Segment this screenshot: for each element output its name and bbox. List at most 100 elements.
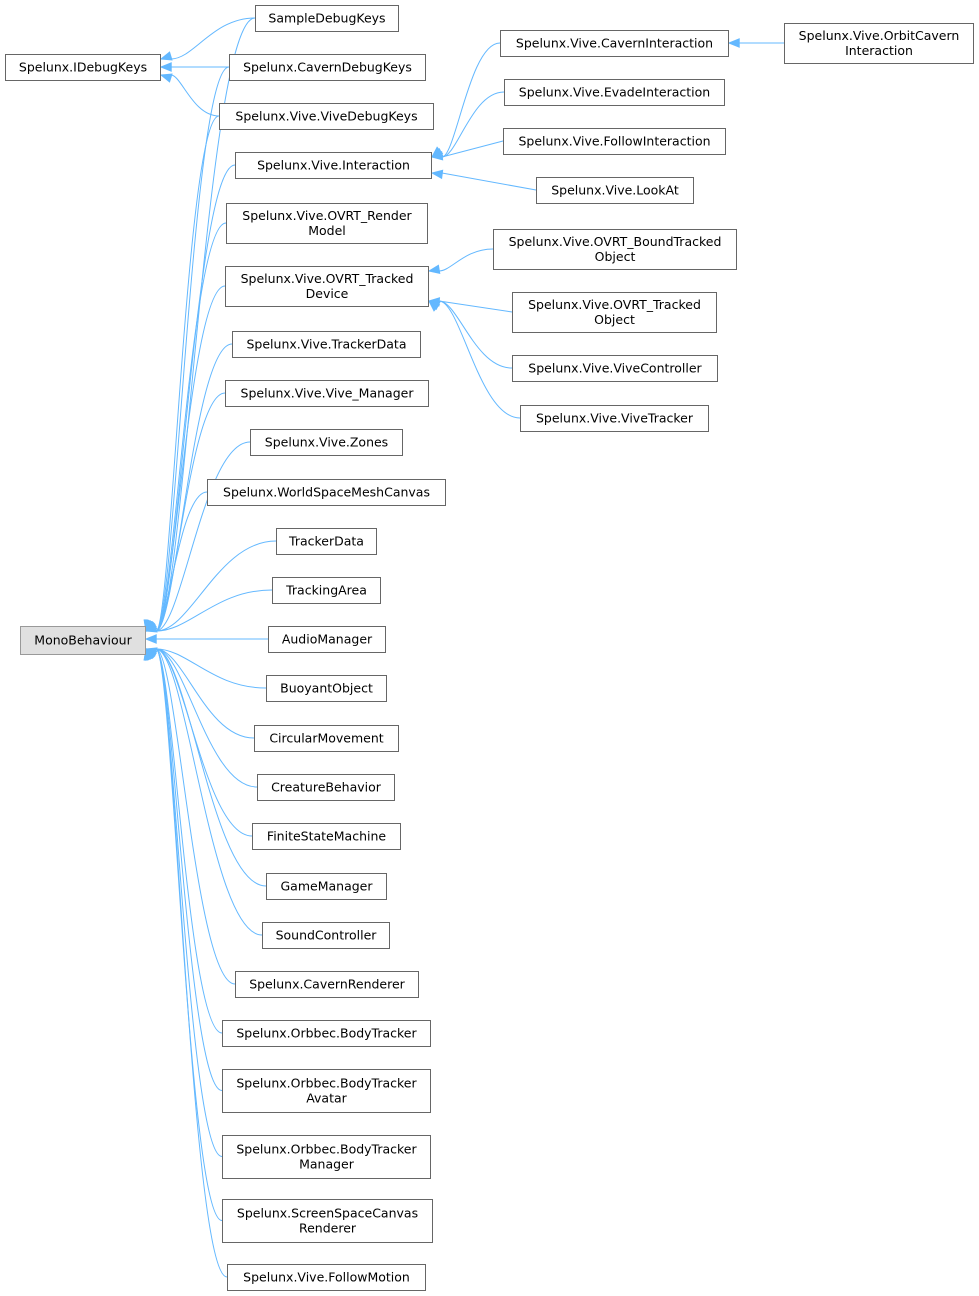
class-node-box bbox=[254, 725, 399, 752]
inheritance-edge-zones-to-mono bbox=[155, 441, 251, 632]
class-node-gamemgr[interactable]: GameManager bbox=[266, 873, 387, 900]
inheritance-edge-trackerdata-to-mono bbox=[155, 540, 277, 632]
class-node-mono[interactable]: MonoBehaviour bbox=[20, 626, 146, 655]
class-node-creature[interactable]: CreatureBehavior bbox=[257, 774, 395, 801]
class-node-box bbox=[5, 54, 161, 81]
class-node-circular[interactable]: CircularMovement bbox=[254, 725, 399, 752]
class-node-box bbox=[235, 971, 419, 998]
inheritance-edge-cavernrend-to-mono bbox=[155, 648, 236, 985]
class-node-vivedbg[interactable]: Spelunx.Vive.ViveDebugKeys bbox=[219, 103, 434, 130]
inheritance-edge-vivedbg-to-mono bbox=[155, 115, 220, 632]
class-node-evade[interactable]: Spelunx.Vive.EvadeInteraction bbox=[504, 79, 725, 106]
class-node-label: AudioManager bbox=[282, 632, 373, 647]
inheritance-edge-circular-to-mono bbox=[155, 648, 255, 739]
class-node-box bbox=[225, 380, 429, 407]
inheritance-edge-creature-to-mono bbox=[155, 648, 258, 788]
class-node-box bbox=[219, 103, 434, 130]
class-node-label: Spelunx.Vive.Zones bbox=[265, 435, 388, 450]
inheritance-edge-gamemgr-to-mono bbox=[155, 648, 267, 887]
class-node-box bbox=[272, 577, 381, 604]
class-node-vivetracker[interactable]: Spelunx.Vive.ViveTracker bbox=[520, 405, 709, 432]
class-node-label: Spelunx.Vive.OrbitCavern bbox=[799, 28, 960, 43]
inheritance-arrowhead bbox=[430, 150, 444, 161]
inheritance-arrowhead bbox=[427, 300, 441, 312]
inheritance-arrowhead bbox=[427, 264, 441, 275]
inheritance-arrowhead bbox=[144, 634, 157, 644]
class-node-zones[interactable]: Spelunx.Vive.Zones bbox=[250, 429, 403, 456]
inheritance-edge-caverninter-to-interaction bbox=[441, 42, 501, 158]
class-node-label: Spelunx.Vive.ViveDebugKeys bbox=[235, 109, 417, 124]
edges-layer bbox=[143, 17, 784, 1278]
class-node-trackerdata1[interactable]: Spelunx.Vive.TrackerData bbox=[232, 331, 421, 358]
class-node-box bbox=[207, 479, 446, 506]
class-node-box bbox=[250, 429, 403, 456]
class-node-label: Spelunx.Vive.ViveController bbox=[528, 361, 702, 376]
class-node-box bbox=[268, 626, 386, 653]
class-node-label: Spelunx.Vive.OVRT_BoundTracked bbox=[509, 234, 722, 249]
inheritance-edge-vivectrl-to-trackeddev bbox=[438, 300, 513, 369]
class-node-interaction[interactable]: Spelunx.Vive.Interaction bbox=[235, 152, 432, 179]
class-node-box bbox=[266, 873, 387, 900]
class-node-box bbox=[536, 177, 694, 204]
nodes-layer: MonoBehaviour Spelunx.IDebugKeys SampleDeb… bbox=[5, 5, 974, 1291]
class-node-box bbox=[520, 405, 709, 432]
class-node-followmotion[interactable]: Spelunx.Vive.FollowMotion bbox=[227, 1264, 426, 1291]
class-node-label: Spelunx.Vive.TrackerData bbox=[247, 337, 407, 352]
class-node-trackingarea[interactable]: TrackingArea bbox=[272, 577, 381, 604]
class-node-wsmc[interactable]: Spelunx.WorldSpaceMeshCanvas bbox=[207, 479, 446, 506]
inheritance-edge-wsmc-to-mono bbox=[155, 491, 208, 632]
class-node-label: TrackingArea bbox=[285, 583, 367, 598]
class-node-cavernrend[interactable]: Spelunx.CavernRenderer bbox=[235, 971, 419, 998]
class-node-label: Spelunx.ScreenSpaceCanvas bbox=[237, 1206, 418, 1221]
class-node-label: Avatar bbox=[306, 1091, 347, 1106]
class-node-soundctrl[interactable]: SoundController bbox=[262, 922, 390, 949]
class-node-box bbox=[262, 922, 390, 949]
class-node-label: Spelunx.Vive.OVRT_Tracked bbox=[528, 297, 701, 312]
class-node-label: Spelunx.Vive.Interaction bbox=[257, 158, 410, 173]
inheritance-edge-rendermodel-to-mono bbox=[155, 222, 227, 632]
inheritance-edge-followmotion-to-mono bbox=[155, 648, 228, 1278]
class-node-trackerdata[interactable]: TrackerData bbox=[276, 528, 377, 555]
class-node-caverndbg[interactable]: Spelunx.CavernDebugKeys bbox=[229, 54, 426, 81]
class-node-follow[interactable]: Spelunx.Vive.FollowInteraction bbox=[503, 128, 726, 155]
class-node-buoyant[interactable]: BuoyantObject bbox=[266, 675, 387, 702]
class-node-idebug[interactable]: Spelunx.IDebugKeys bbox=[5, 54, 161, 81]
class-node-label: Renderer bbox=[299, 1221, 357, 1236]
inheritance-edge-evade-to-interaction bbox=[441, 91, 505, 158]
class-node-lookat[interactable]: Spelunx.Vive.LookAt bbox=[536, 177, 694, 204]
class-node-audiomgr[interactable]: AudioManager bbox=[268, 626, 386, 653]
class-node-box bbox=[227, 1264, 426, 1291]
inheritance-edge-btavatar-to-mono bbox=[155, 648, 223, 1091]
class-node-box bbox=[222, 1135, 431, 1179]
class-node-label: Object bbox=[595, 249, 636, 264]
class-node-fsm[interactable]: FiniteStateMachine bbox=[252, 823, 401, 850]
class-node-sample[interactable]: SampleDebugKeys bbox=[255, 5, 399, 32]
inheritance-edge-trackedobj-to-trackeddev bbox=[438, 300, 513, 313]
class-node-label: Spelunx.IDebugKeys bbox=[19, 60, 147, 75]
inheritance-edge-vivedbg-to-idebug bbox=[170, 74, 220, 117]
class-node-vivemgr[interactable]: Spelunx.Vive.Vive_Manager bbox=[225, 380, 429, 407]
inheritance-edge-trackingarea-to-mono bbox=[155, 589, 273, 632]
class-node-label: Spelunx.CavernDebugKeys bbox=[243, 60, 412, 75]
class-node-label: FiniteStateMachine bbox=[267, 829, 386, 844]
class-node-vivectrl[interactable]: Spelunx.Vive.ViveController bbox=[512, 355, 718, 382]
class-node-bodytracker[interactable]: Spelunx.Orbbec.BodyTracker bbox=[222, 1020, 431, 1047]
class-node-box bbox=[266, 675, 387, 702]
class-node-box bbox=[512, 355, 718, 382]
class-node-label: Spelunx.Vive.FollowMotion bbox=[243, 1270, 410, 1285]
inheritance-edge-trackeddev-to-mono bbox=[155, 285, 226, 632]
inheritance-edge-lookat-to-interaction bbox=[441, 172, 537, 191]
class-node-caverninter[interactable]: Spelunx.Vive.CavernInteraction bbox=[500, 30, 729, 57]
class-node-label: Spelunx.Vive.CavernInteraction bbox=[516, 36, 713, 51]
class-node-box bbox=[257, 774, 395, 801]
class-node-label: BuoyantObject bbox=[280, 681, 373, 696]
